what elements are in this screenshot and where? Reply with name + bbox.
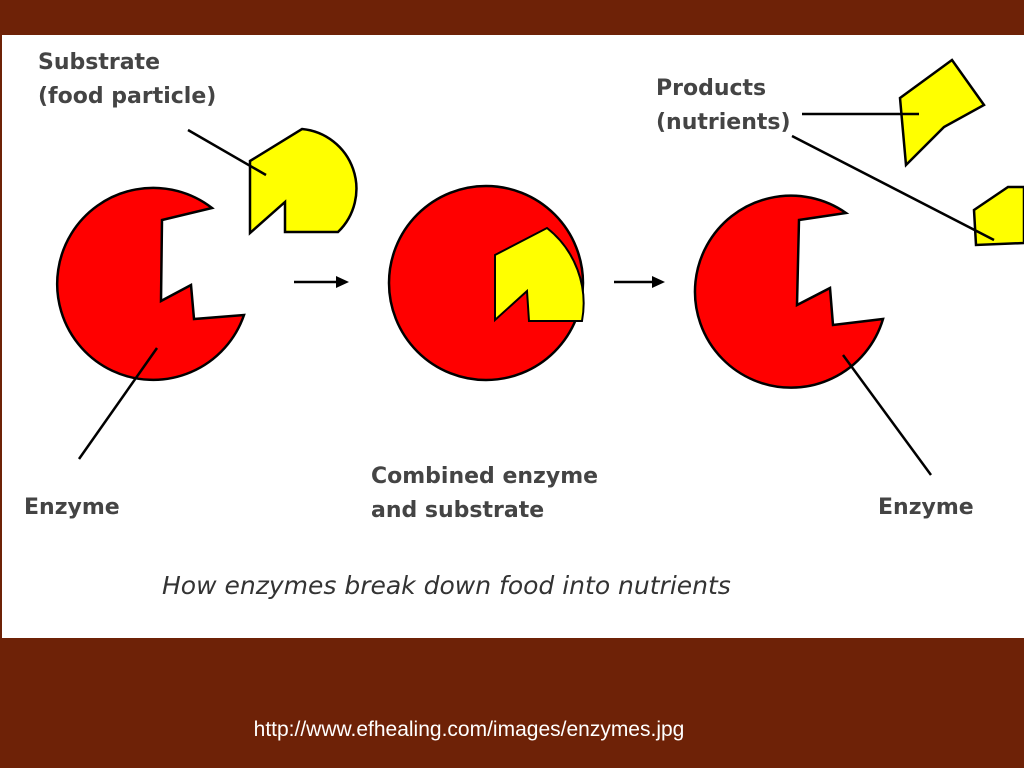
product-fragment-upper: [898, 58, 986, 168]
substrate-particle: [248, 127, 358, 236]
products-label-line1: Products: [656, 76, 767, 101]
diagram-caption: How enzymes break down food into nutrien…: [162, 571, 731, 600]
enzyme-substrate-complex: [387, 184, 585, 382]
enzyme-left: [56, 186, 246, 382]
enzyme-diagram: [56, 58, 1024, 476]
products-label: Products (nutrients): [656, 72, 791, 140]
substrate-label: Substrate (food particle): [38, 46, 216, 114]
substrate-label-line2: (food particle): [38, 84, 217, 109]
source-url: http://www.efhealing.com/images/enzymes.…: [253, 718, 685, 741]
products-label-line2: (nutrients): [656, 110, 791, 135]
combined-label-line1: Combined enzyme: [371, 464, 599, 489]
leader-line-enzyme-left: [77, 347, 159, 460]
leader-line-substrate: [187, 128, 267, 177]
enzyme-label-left: Enzyme: [24, 495, 120, 520]
combined-label-line2: and substrate: [371, 498, 545, 523]
combined-label: Combined enzyme and substrate: [371, 460, 598, 528]
arrow-right-icon: [294, 276, 349, 288]
enzyme-right: [693, 194, 885, 389]
arrow-right-icon: [614, 276, 665, 288]
enzyme-label-right: Enzyme: [878, 495, 974, 520]
substrate-label-line1: Substrate: [38, 50, 160, 75]
product-fragment-lower: [972, 185, 1024, 247]
leader-line-products-lower: [791, 134, 995, 242]
leader-line-enzyme-right: [841, 354, 933, 476]
diagram-panel: Substrate (food particle) Products (nutr…: [2, 35, 1024, 638]
